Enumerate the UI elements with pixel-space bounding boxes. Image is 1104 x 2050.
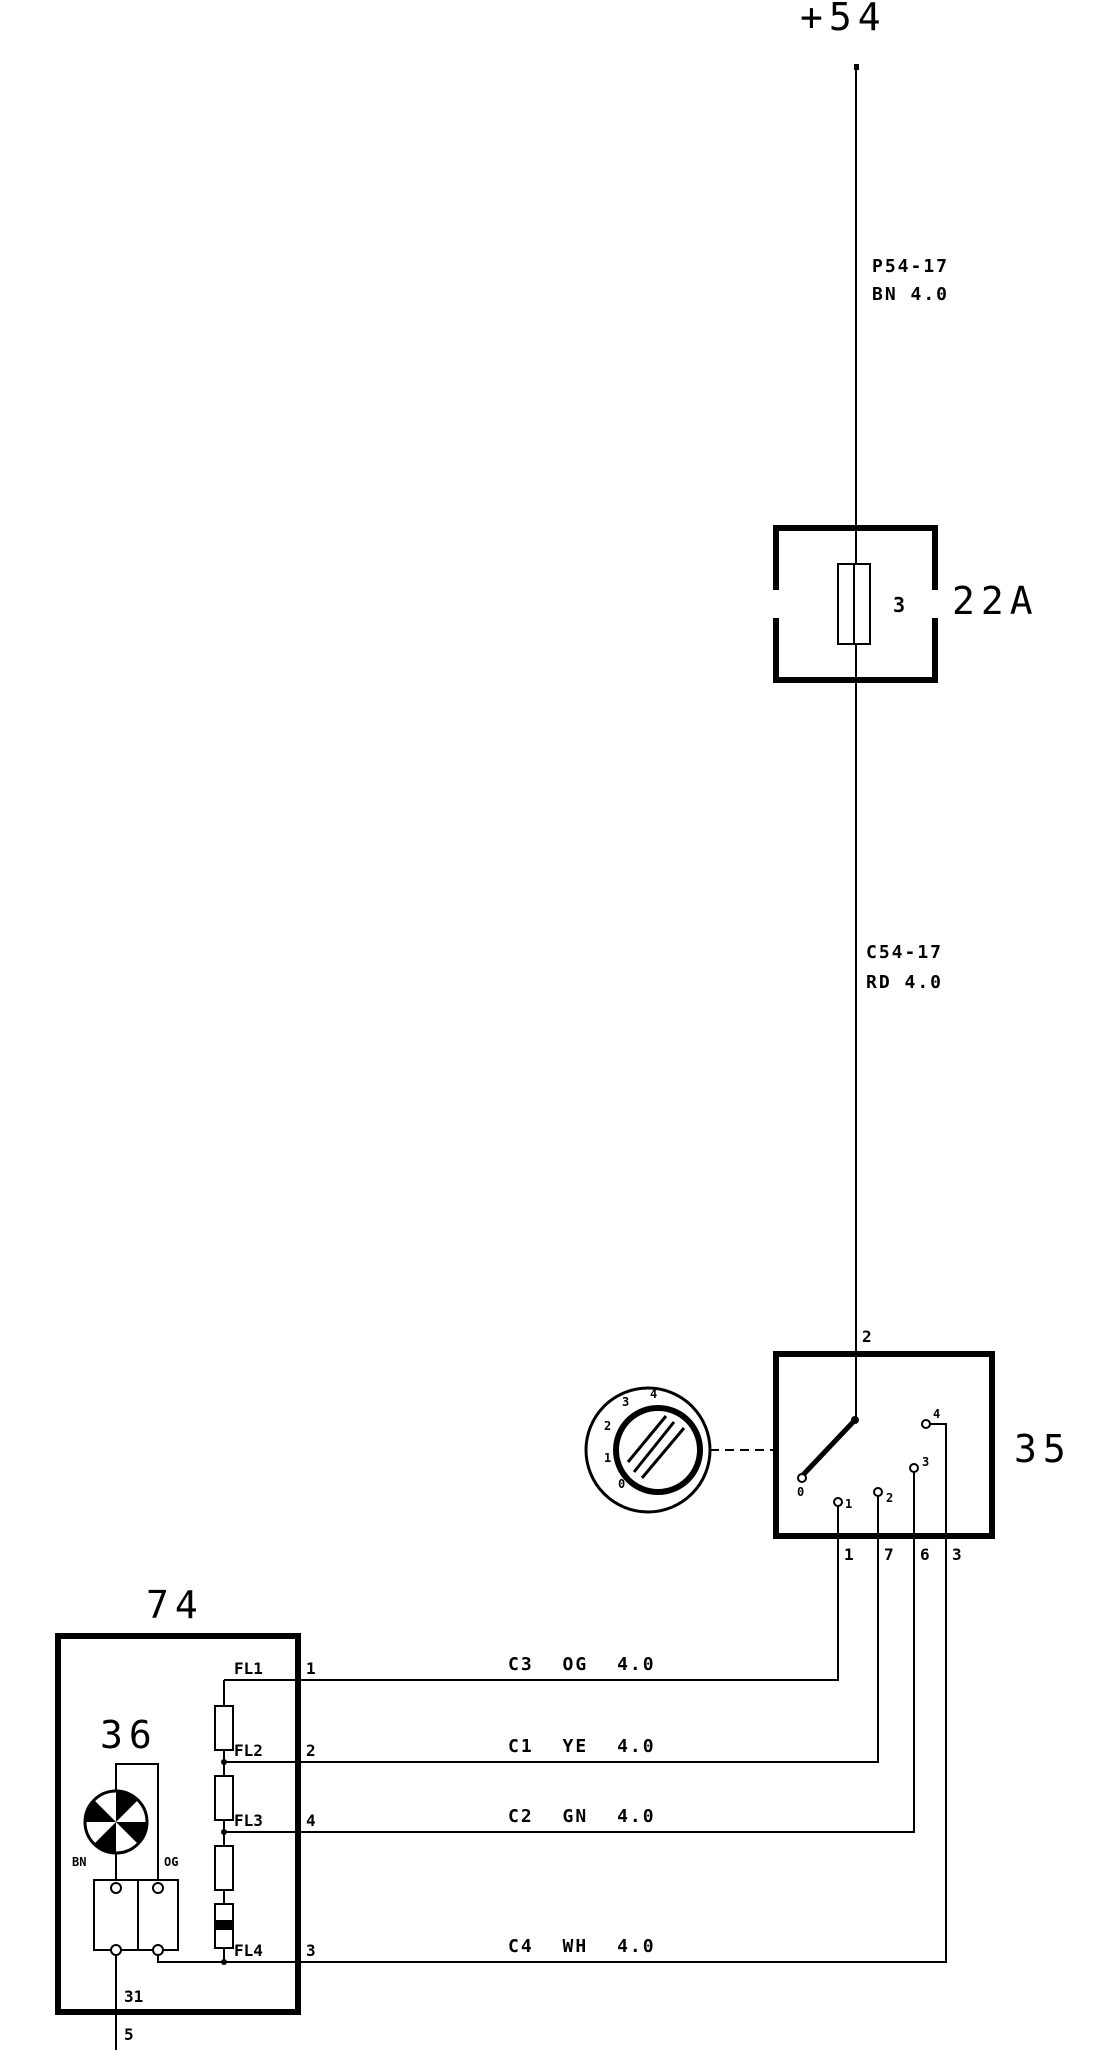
tap-fl3: FL3 [234, 1811, 263, 1830]
svg-text:C4 WH 4.0: C4 WH 4.0 [508, 1936, 656, 1957]
switch-pos-2: 2 [886, 1491, 893, 1505]
tap-fl2: FL2 [234, 1741, 263, 1760]
tap-fl2-pin: 2 [306, 1741, 316, 1760]
fan-icon [83, 1789, 149, 1855]
wire-mid-spec: RD 4.0 [866, 972, 943, 993]
switch-out-pin-6: 6 [920, 1545, 930, 1564]
ground-pin: 31 [124, 1987, 143, 2006]
c1-circuit: C1 [508, 1736, 534, 1757]
supply-label: +54 [800, 0, 887, 39]
c4-circuit: C4 [508, 1936, 534, 1957]
tap-fl3-pin: 4 [306, 1811, 316, 1830]
svg-text:C3 OG 4.0: C3 OG 4.0 [508, 1654, 656, 1675]
switch-pos-1: 1 [845, 1497, 852, 1511]
svg-text:C1 YE 4.0: C1 YE 4.0 [508, 1736, 656, 1757]
unit-id: 74 [146, 1583, 204, 1627]
c3-color: OG [563, 1654, 589, 1675]
motor-label-bn: BN [72, 1855, 86, 1869]
fuse-22a: 3 [773, 525, 938, 683]
switch-pos-4: 4 [933, 1407, 940, 1421]
tap-fl1-pin: 1 [306, 1659, 316, 1678]
wire-c4 [300, 1536, 947, 1963]
rotary-knob: 0 1 2 3 4 [584, 1386, 712, 1514]
c4-size: 4.0 [617, 1936, 656, 1957]
tap-fl4: FL4 [234, 1941, 263, 1960]
c4-color: WH [563, 1936, 589, 1957]
fuse-number: 3 [893, 593, 905, 617]
tap-fl1: FL1 [234, 1659, 263, 1678]
motor-id: 36 [100, 1713, 158, 1757]
wire-c3 [300, 1536, 839, 1681]
c3-circuit: C3 [508, 1654, 534, 1675]
switch-pos-3: 3 [922, 1455, 929, 1469]
switch-out-pin-3: 3 [952, 1545, 962, 1564]
switch-out-pin-1: 1 [844, 1545, 854, 1564]
knob-pos-0: 0 [618, 1477, 625, 1491]
c2-color: GN [563, 1806, 589, 1827]
c3-size: 4.0 [617, 1654, 656, 1675]
wire-c1 [300, 1536, 879, 1763]
switch-input-pin: 2 [862, 1327, 872, 1346]
wire-mid-code: C54-17 [866, 942, 943, 963]
svg-text:C2 GN 4.0: C2 GN 4.0 [508, 1806, 656, 1827]
tap-fl4-pin: 3 [306, 1941, 316, 1960]
switch-lever [800, 1418, 857, 1478]
c1-size: 4.0 [617, 1736, 656, 1757]
switch-out-pin-7: 7 [884, 1545, 894, 1564]
fuse-id: 22A [952, 579, 1039, 623]
switch-35: 2 0 1 2 3 4 1 7 6 3 [773, 1327, 995, 1564]
ground-wire-pin: 5 [124, 2025, 134, 2044]
knob-pos-1: 1 [604, 1451, 611, 1465]
wire-c2 [300, 1536, 915, 1833]
c2-circuit: C2 [508, 1806, 534, 1827]
motor-label-og: OG [164, 1855, 178, 1869]
supply-terminal [854, 64, 859, 70]
knob-pos-3: 3 [622, 1395, 629, 1409]
knob-pos-4: 4 [650, 1387, 657, 1401]
wire-top-spec: BN 4.0 [872, 284, 949, 305]
unit-74: FL1 1 FL2 2 FL3 4 FL4 3 36 BN OG 31 [55, 1633, 316, 2050]
switch-pos-0: 0 [797, 1485, 804, 1499]
switch-id: 35 [1014, 1427, 1072, 1471]
c1-color: YE [563, 1736, 589, 1757]
c2-size: 4.0 [617, 1806, 656, 1827]
wire-top-code: P54-17 [872, 256, 949, 277]
knob-pos-2: 2 [604, 1419, 611, 1433]
